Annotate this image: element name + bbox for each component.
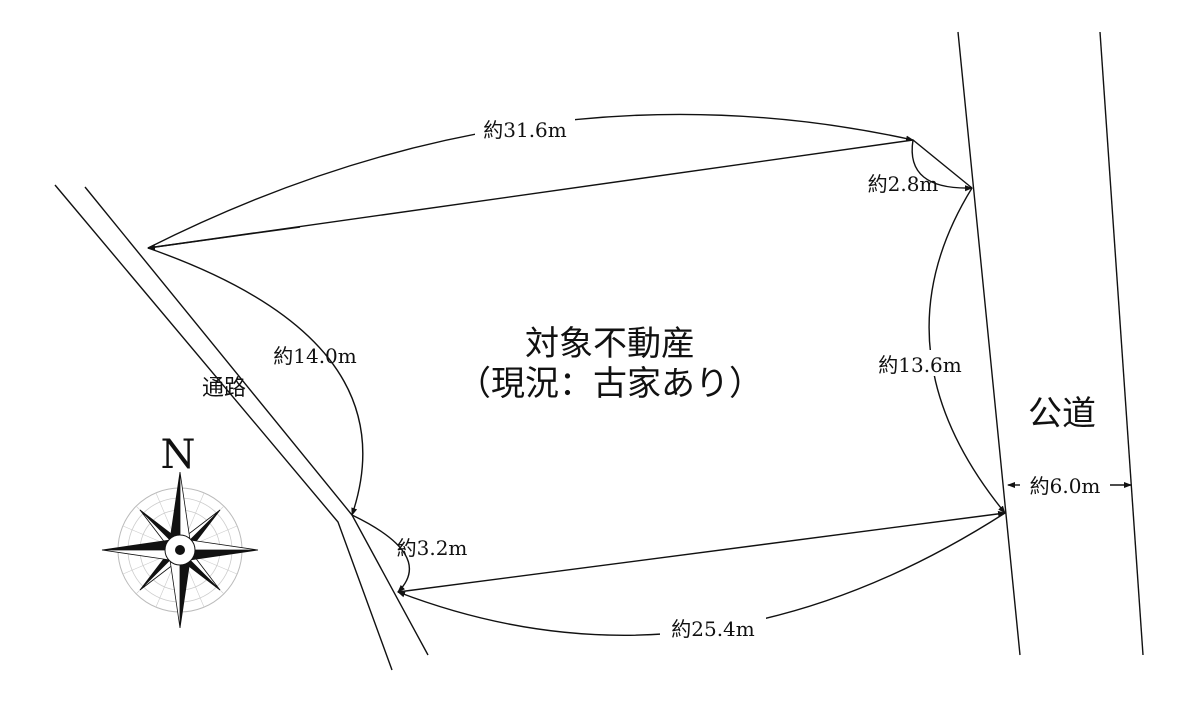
dimension-label-bottom: 約25.4m xyxy=(671,617,755,641)
dimension-label-bottom-left: 約3.2m xyxy=(397,536,468,560)
public-road-edge-right xyxy=(1099,31,1144,656)
lot-boundary xyxy=(147,139,973,249)
public-road-label: 公道 xyxy=(1028,394,1096,434)
public-road-edge-left xyxy=(957,31,1021,656)
lot-boundary-bottom xyxy=(397,510,1006,593)
dimension-label-top: 約31.6m xyxy=(483,118,567,142)
dimension-label-road-width: 約6.0m xyxy=(1030,474,1101,498)
property-title: 対象不動産 xyxy=(525,324,695,364)
property-subtitle: （現況：古家あり） xyxy=(457,364,763,404)
dimension-label-right: 約13.6m xyxy=(878,353,962,377)
dimension-label-left: 約14.0m xyxy=(273,344,357,368)
lot-boundary-top xyxy=(147,226,301,251)
dimension-label-top-right: 約2.8m xyxy=(868,172,939,196)
passage-label: 通路 xyxy=(202,376,246,401)
compass-rose-icon xyxy=(101,471,259,629)
dimension-arc-bottom-left xyxy=(351,514,411,593)
compass-north-label: N xyxy=(161,432,196,478)
dimension-arc-left xyxy=(147,247,364,516)
dimension-arc-top-right xyxy=(911,139,973,192)
passage-edge-inner xyxy=(84,186,429,656)
passage-edge-outer xyxy=(54,184,393,671)
